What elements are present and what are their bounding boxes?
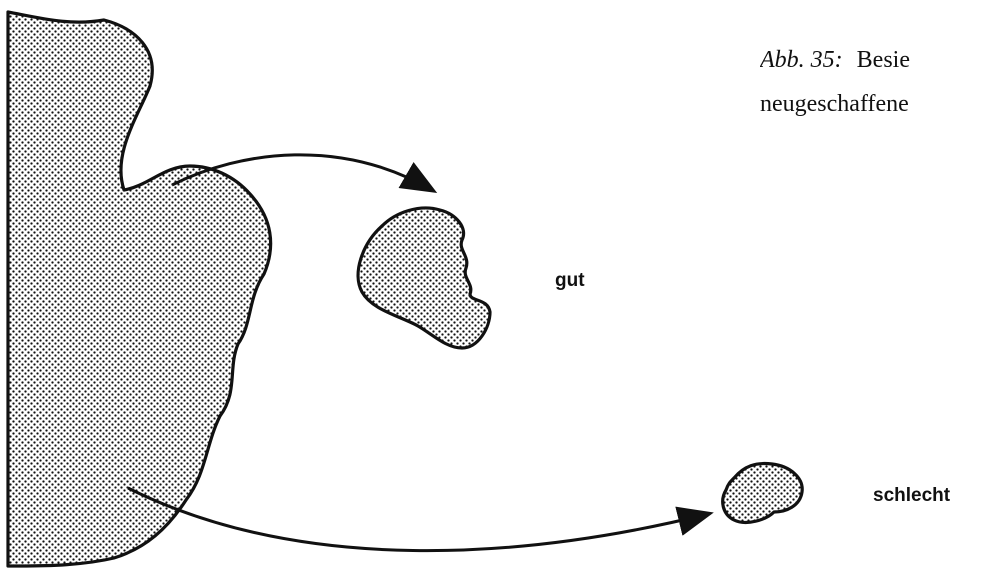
caption-line-1: Abb. 35: Besie bbox=[760, 38, 987, 82]
good-island bbox=[358, 208, 490, 348]
caption-line-2: neugeschaffene bbox=[760, 82, 987, 126]
bad-island bbox=[723, 464, 802, 523]
bad-dispersal-arrow bbox=[128, 488, 708, 551]
good-outcome-label: gut bbox=[555, 270, 585, 292]
mainland-area bbox=[8, 12, 271, 566]
bad-outcome-label: schlecht bbox=[873, 485, 950, 507]
figure-label: Abb. 35: bbox=[760, 47, 843, 73]
caption-text-1: Besie bbox=[857, 47, 910, 73]
figure-caption: Abb. 35: Besie neugeschaffene bbox=[760, 38, 987, 126]
